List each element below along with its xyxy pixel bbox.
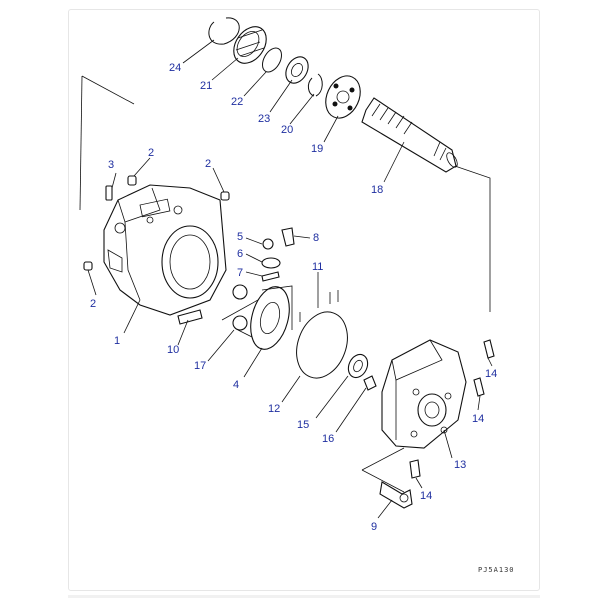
callout-14-middle: 14 xyxy=(472,413,484,425)
assembly-lines xyxy=(79,75,491,493)
part-1-pump-case xyxy=(103,184,227,316)
callout-20: 20 xyxy=(281,124,293,136)
callout-14-upper: 14 xyxy=(485,368,497,380)
callout-16: 16 xyxy=(322,433,334,445)
part-7-pin xyxy=(261,271,280,282)
part-18-drive-shaft xyxy=(361,97,458,173)
callout-7: 7 xyxy=(237,267,243,279)
callout-11: 11 xyxy=(312,261,323,273)
drawing-code: PJ5A130 xyxy=(478,566,515,574)
callout-1: 1 xyxy=(114,335,120,347)
part-19-gear-plate xyxy=(325,75,361,119)
part-11-guide-pins xyxy=(299,290,339,322)
part-6-spring-seat xyxy=(261,257,281,269)
callout-10: 10 xyxy=(167,344,179,356)
callout-19: 19 xyxy=(311,143,323,155)
callout-9: 9 xyxy=(371,521,377,533)
callout-12: 12 xyxy=(268,403,280,415)
callout-2-top-right: 2 xyxy=(205,158,211,170)
part-24-snap-ring xyxy=(208,17,240,45)
callout-22: 22 xyxy=(231,96,243,108)
part-20-snap-ring xyxy=(307,73,323,97)
part-21-seal-housing xyxy=(233,26,267,64)
part-9-bolt xyxy=(379,481,413,509)
part-12-o-ring xyxy=(296,311,348,379)
callout-3: 3 xyxy=(108,159,114,171)
part-5-ball xyxy=(262,238,274,250)
part-14-bolts xyxy=(409,339,495,479)
callout-14-lower: 14 xyxy=(420,490,432,502)
callout-2-left: 2 xyxy=(90,298,96,310)
part-4-swash-plate xyxy=(250,285,293,350)
callout-2-top-left: 2 xyxy=(148,147,154,159)
part-15-bushing xyxy=(347,353,369,379)
part-10-bolt xyxy=(177,309,203,325)
callout-18: 18 xyxy=(371,184,383,196)
callout-4: 4 xyxy=(233,379,239,391)
callout-5: 5 xyxy=(237,231,243,243)
callout-17: 17 xyxy=(194,360,206,372)
callout-6: 6 xyxy=(237,248,243,260)
callout-labels: 24 21 22 23 20 19 18 3 2 2 2 1 10 17 4 5… xyxy=(90,62,515,574)
callout-leaders xyxy=(87,39,493,519)
callout-21: 21 xyxy=(200,80,212,92)
part-16-pin xyxy=(363,375,377,391)
part-17-pin xyxy=(232,284,248,331)
callout-23: 23 xyxy=(258,113,270,125)
callout-24: 24 xyxy=(169,62,181,74)
part-3-screw xyxy=(105,185,113,201)
part-8-screw xyxy=(281,227,295,247)
callout-8: 8 xyxy=(313,232,319,244)
footer-divider xyxy=(68,595,540,598)
callout-15: 15 xyxy=(297,419,309,431)
part-23-bearing xyxy=(285,56,309,84)
callout-13: 13 xyxy=(454,459,466,471)
part-22-o-ring xyxy=(262,47,282,73)
part-13-end-cap xyxy=(381,339,467,449)
